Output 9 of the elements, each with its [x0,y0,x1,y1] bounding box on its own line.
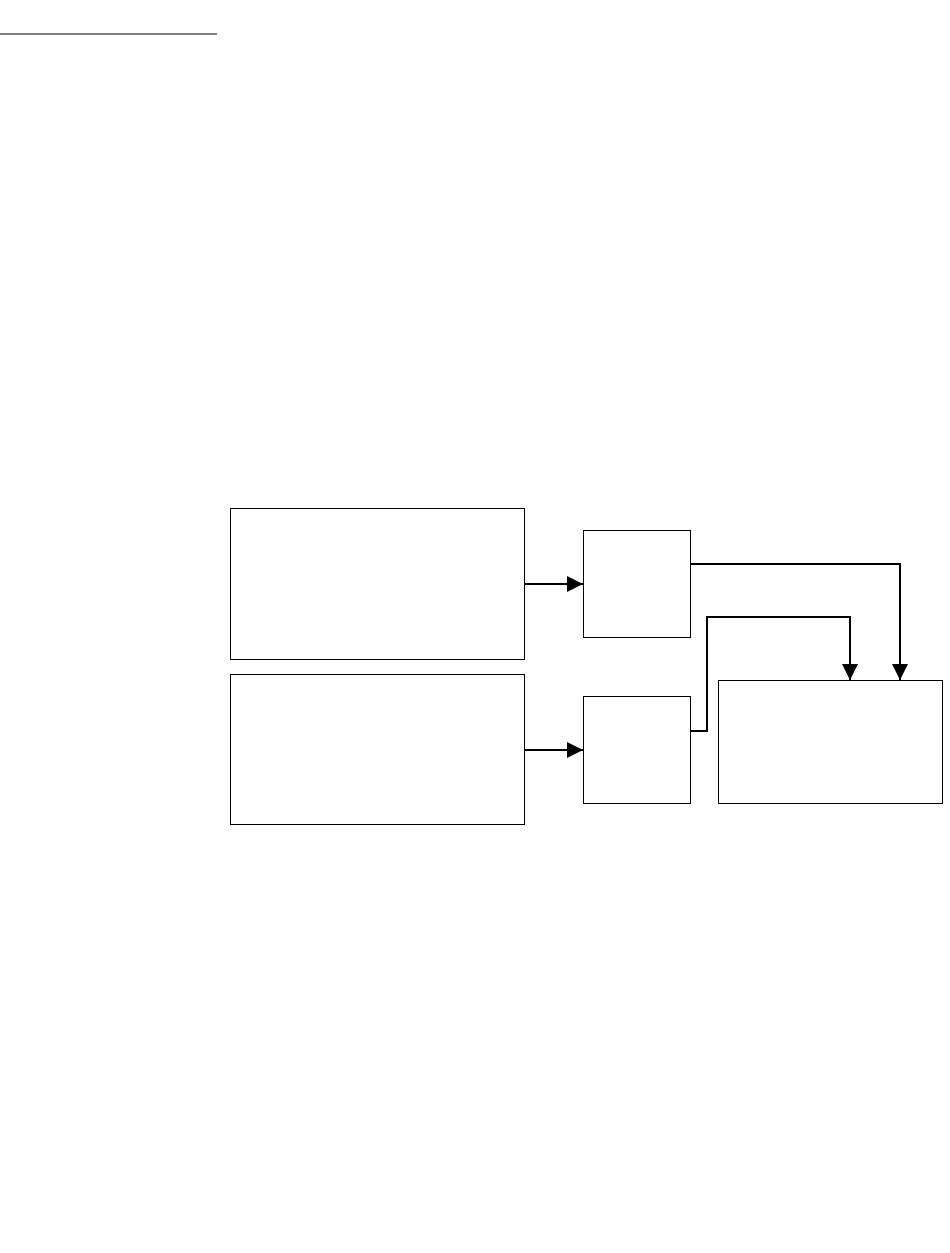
process-box [230,508,525,660]
process-box [718,680,943,804]
process-box [583,530,691,638]
arrow [690,563,908,681]
arrow [524,742,584,758]
process-box [230,674,525,825]
arrow [690,616,858,732]
process-box [583,696,691,804]
arrow [524,576,584,592]
